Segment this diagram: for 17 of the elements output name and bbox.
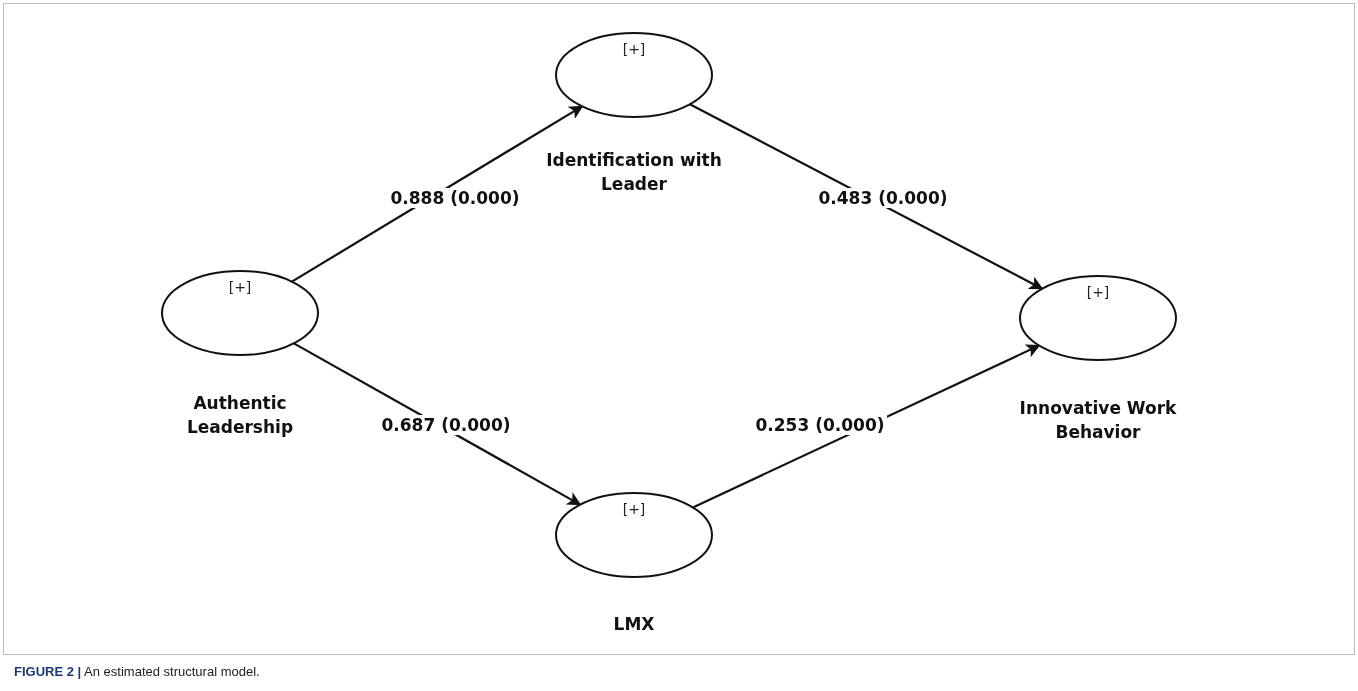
arrow — [293, 342, 582, 506]
expand-marker: [+] — [621, 501, 647, 517]
expand-marker: [+] — [621, 41, 647, 57]
node-label: Identification with Leader — [545, 149, 723, 196]
edge-label: 0.687 (0.000) — [379, 415, 513, 435]
node-label: Innovative Work Behavior — [1018, 397, 1178, 444]
expand-marker: [+] — [1085, 284, 1111, 300]
edge-label: 0.888 (0.000) — [388, 188, 522, 208]
arrow — [689, 103, 1044, 290]
edge-label: 0.253 (0.000) — [753, 415, 887, 435]
node-label: Authentic Leadership — [185, 392, 295, 439]
edge-label: 0.483 (0.000) — [816, 188, 950, 208]
node-label: LMX — [612, 613, 656, 636]
arrow — [291, 105, 584, 283]
expand-marker: [+] — [227, 279, 253, 295]
arrow — [692, 344, 1041, 509]
figure-caption: FIGURE 2 | An estimated structural model. — [14, 664, 260, 679]
